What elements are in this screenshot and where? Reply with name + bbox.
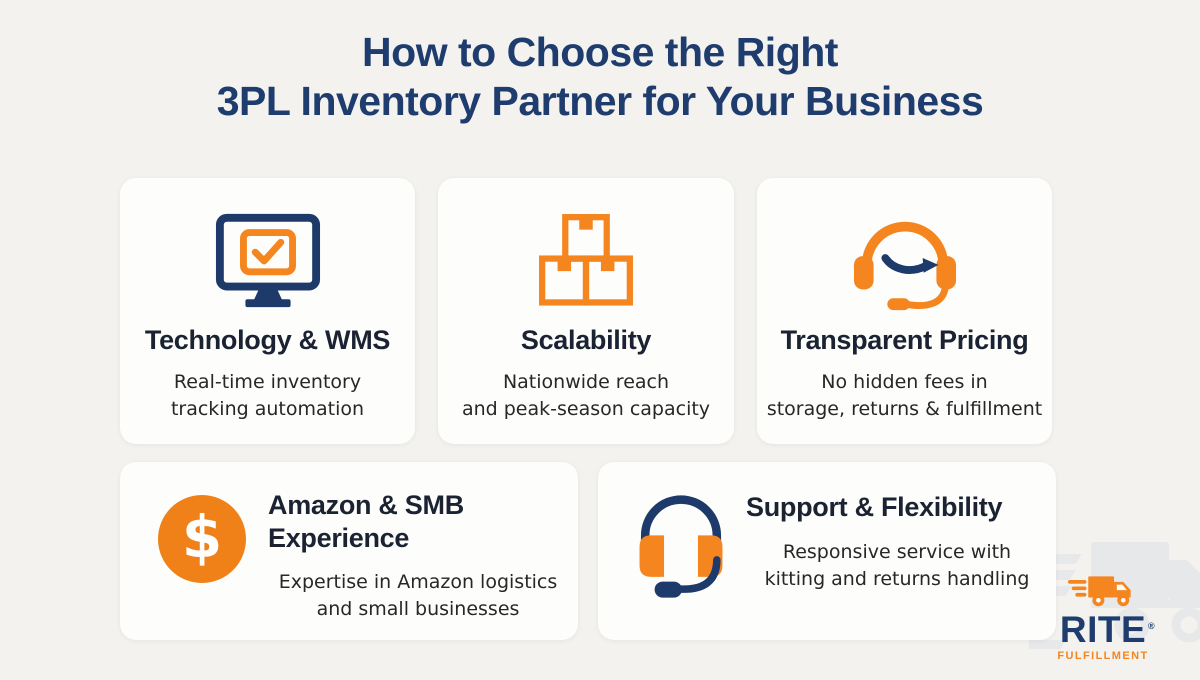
card-amazon-smb-experience: $ Amazon & SMB Experience Expertise in A… bbox=[120, 462, 578, 640]
page-title-line2: 3PL Inventory Partner for Your Business bbox=[216, 78, 984, 124]
description-line: Expertise in Amazon logistics bbox=[278, 571, 558, 593]
card-scalability: Scalability Nationwide reach and peak-se… bbox=[438, 178, 734, 444]
card-title: Support & Flexibility bbox=[746, 492, 1003, 522]
card-description: No hidden fees in storage, returns & ful… bbox=[767, 369, 1042, 423]
registered-mark: ® bbox=[1148, 621, 1156, 631]
card-technology-wms: Technology & WMS Real-time inventory tra… bbox=[120, 178, 415, 444]
dollar-symbol: $ bbox=[181, 503, 223, 571]
page-title-line1: How to Choose the Right bbox=[362, 29, 838, 75]
stacked-boxes-icon bbox=[533, 208, 639, 314]
card-title: Technology & WMS bbox=[144, 325, 391, 355]
description-line: and peak-season capacity bbox=[461, 398, 711, 420]
card-title: Scalability bbox=[520, 325, 652, 355]
dollar-circle-icon: $ bbox=[158, 495, 246, 583]
description-line: kitting and returns handling bbox=[764, 568, 1030, 590]
card-transparent-pricing: Transparent Pricing No hidden fees in st… bbox=[757, 178, 1052, 444]
card-text-block: Support & Flexibility Responsive service… bbox=[746, 492, 1048, 593]
headphones-mic-icon bbox=[632, 482, 730, 602]
card-title-line: Amazon & SMB bbox=[268, 490, 464, 520]
card-title: Transparent Pricing bbox=[780, 325, 1029, 355]
description-line: Responsive service with bbox=[782, 541, 1012, 563]
rite-fulfillment-logo: RITE® FULFILLMENT bbox=[1038, 572, 1168, 662]
logo-brand-text: RITE® bbox=[1059, 609, 1155, 650]
card-text-block: Amazon & SMB Experience Expertise in Ama… bbox=[268, 489, 568, 623]
logo-brand-word: RITE bbox=[1059, 609, 1147, 650]
description-line: No hidden fees in bbox=[821, 371, 988, 393]
card-description: Real-time inventory tracking automation bbox=[171, 369, 364, 423]
description-line: and small businesses bbox=[316, 598, 520, 620]
card-title: Amazon & SMB Experience bbox=[268, 489, 568, 555]
description-line: tracking automation bbox=[170, 398, 365, 420]
card-support-flexibility: Support & Flexibility Responsive service… bbox=[598, 462, 1056, 640]
card-title-line: Experience bbox=[268, 523, 410, 553]
card-description: Responsive service with kitting and retu… bbox=[746, 539, 1048, 593]
card-description: Expertise in Amazon logistics and small … bbox=[268, 569, 568, 623]
page-title: How to Choose the Right 3PL Inventory Pa… bbox=[0, 28, 1200, 126]
card-description: Nationwide reach and peak-season capacit… bbox=[462, 369, 710, 423]
monitor-check-icon bbox=[214, 208, 322, 314]
description-line: Nationwide reach bbox=[502, 371, 670, 393]
logo-tagline-text: FULFILLMENT bbox=[1057, 650, 1149, 662]
headset-smile-icon bbox=[846, 208, 964, 314]
description-line: Real-time inventory bbox=[173, 371, 362, 393]
description-line: storage, returns & fulfillment bbox=[766, 398, 1043, 420]
logo-truck-icon bbox=[1068, 576, 1131, 607]
